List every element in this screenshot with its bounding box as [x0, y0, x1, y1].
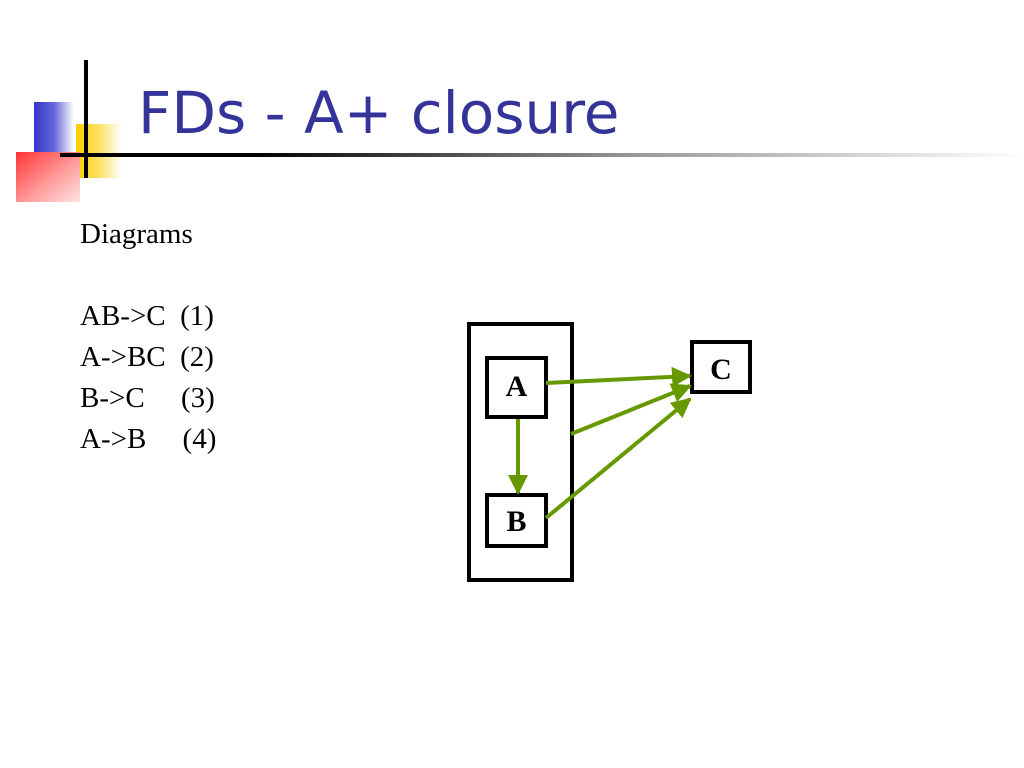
decorative-yellow-square — [76, 124, 122, 178]
node-c-label: C — [710, 353, 732, 386]
node-b-label: B — [506, 505, 526, 538]
body-text: Diagrams AB->C (1) A->BC (2) B->C (3) A-… — [80, 214, 216, 460]
node-c-box — [690, 340, 752, 394]
dependency-4: A->B (4) — [80, 423, 217, 455]
node-a-box — [485, 356, 548, 419]
decorative-red-square — [16, 152, 80, 202]
arrow-a-to-c — [545, 366, 692, 387]
arrow-group-to-c — [570, 383, 692, 436]
dependency-3: B->C (3) — [80, 382, 215, 414]
title-underline — [60, 153, 1024, 157]
dependency-2: A->BC (2) — [80, 341, 214, 373]
node-b-box — [485, 493, 548, 548]
closure-group-box — [467, 322, 574, 582]
decorative-blue-square — [34, 102, 74, 154]
dependency-1: AB->C (1) — [80, 300, 214, 332]
slide-title: FDs - A+ closure — [138, 79, 620, 147]
node-a-label: A — [506, 370, 528, 403]
diagrams-heading: Diagrams — [80, 218, 193, 250]
decorative-vertical-line — [84, 60, 88, 178]
arrow-b-to-c — [544, 397, 692, 520]
